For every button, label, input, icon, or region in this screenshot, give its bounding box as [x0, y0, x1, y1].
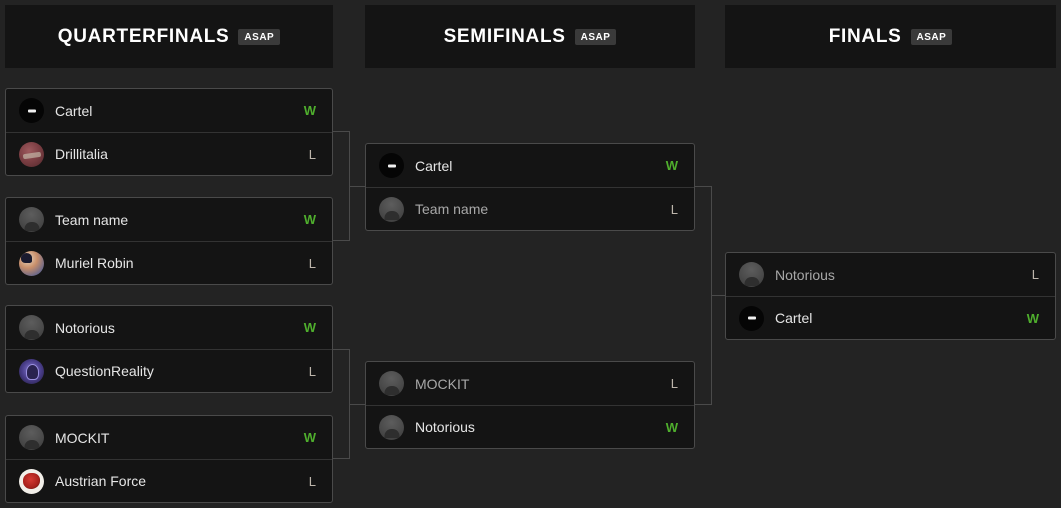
team-row[interactable]: QuestionReality L — [6, 349, 332, 392]
team-result: W — [1026, 310, 1039, 326]
team-result: W — [665, 419, 678, 435]
team-result: L — [308, 473, 316, 489]
team-avatar-icon — [739, 305, 764, 331]
team-avatar-icon — [19, 358, 44, 384]
team-result: W — [303, 320, 316, 335]
team-avatar-icon — [19, 468, 44, 494]
connector-sf2-inlet — [349, 404, 365, 405]
team-avatar-icon — [379, 153, 404, 178]
round-title-finals: FINALS — [828, 25, 902, 47]
round-badge-quarterfinals: ASAP — [238, 28, 281, 45]
team-result: W — [303, 212, 316, 227]
team-result: L — [1031, 267, 1039, 282]
match-card[interactable]: Team name W Muriel Robin L — [5, 197, 333, 285]
connector-qf3-to-sf2 — [333, 349, 349, 350]
match-card[interactable]: Notorious W QuestionReality L — [5, 305, 333, 393]
team-name: Cartel — [775, 310, 813, 326]
team-name: Team name — [415, 201, 489, 217]
team-name: Austrian Force — [55, 473, 147, 489]
team-avatar-icon — [19, 207, 44, 232]
team-row[interactable]: MOCKIT W — [6, 416, 332, 459]
team-name: MOCKIT — [55, 429, 110, 446]
round-badge-finals: ASAP — [910, 28, 953, 45]
team-avatar-icon — [19, 250, 44, 276]
team-avatar-icon — [19, 425, 44, 450]
team-name: Team name — [55, 211, 129, 228]
team-name: QuestionReality — [55, 363, 154, 379]
team-row[interactable]: Cartel W — [6, 89, 332, 132]
team-result: L — [308, 255, 316, 271]
team-name: Drillitalia — [55, 146, 108, 162]
round-badge-semifinals: ASAP — [574, 28, 617, 45]
round-column-semifinals: SEMIFINALS ASAP Cartel W Team name L MOC… — [365, 0, 695, 508]
team-avatar-icon — [19, 315, 44, 340]
team-row[interactable]: Team name W — [6, 198, 332, 241]
match-card[interactable]: Cartel W Team name L — [365, 143, 695, 231]
team-name: Notorious — [415, 419, 475, 435]
round-header-quarterfinals: QUARTERFINALS ASAP — [5, 5, 333, 68]
team-result: L — [670, 376, 678, 391]
connector-qf4-to-sf2 — [333, 458, 349, 459]
connector-qf1-to-sf1 — [333, 131, 349, 132]
team-avatar-icon — [739, 262, 764, 287]
team-row[interactable]: Muriel Robin L — [6, 241, 332, 284]
team-row[interactable]: Drillitalia L — [6, 132, 332, 175]
team-name: Notorious — [775, 266, 835, 283]
team-result: W — [303, 430, 316, 445]
match-card[interactable]: Cartel W Drillitalia L — [5, 88, 333, 176]
team-avatar-icon — [379, 414, 404, 440]
connector-final-inlet — [711, 295, 725, 296]
match-card[interactable]: MOCKIT W Austrian Force L — [5, 415, 333, 503]
round-header-finals: FINALS ASAP — [725, 5, 1056, 68]
team-row[interactable]: Cartel W — [366, 144, 694, 187]
team-name: Muriel Robin — [55, 255, 134, 271]
team-row[interactable]: Cartel W — [726, 296, 1055, 339]
round-column-finals: FINALS ASAP Notorious L Cartel W — [725, 0, 1056, 508]
team-name: Cartel — [55, 102, 93, 119]
team-row[interactable]: MOCKIT L — [366, 362, 694, 405]
team-row[interactable]: Notorious W — [366, 405, 694, 448]
team-row[interactable]: Notorious L — [726, 253, 1055, 296]
team-avatar-icon — [379, 196, 404, 222]
team-name: MOCKIT — [415, 375, 470, 392]
round-title-quarterfinals: QUARTERFINALS — [57, 25, 230, 47]
team-result: W — [665, 158, 678, 173]
connector-sf2-to-final — [695, 404, 711, 405]
connector-sf1-to-final — [695, 186, 711, 187]
team-name: Notorious — [55, 319, 115, 336]
team-name: Cartel — [415, 157, 453, 174]
connector-qf2-to-sf1 — [333, 240, 349, 241]
team-avatar-icon — [19, 141, 44, 167]
round-title-semifinals: SEMIFINALS — [443, 25, 566, 47]
team-avatar-icon — [379, 371, 404, 396]
team-row[interactable]: Notorious W — [6, 306, 332, 349]
round-column-quarterfinals: QUARTERFINALS ASAP Cartel W Drillitalia … — [5, 0, 333, 508]
team-result: L — [670, 201, 678, 217]
team-result: W — [303, 103, 316, 118]
round-header-semifinals: SEMIFINALS ASAP — [365, 5, 695, 68]
team-row[interactable]: Austrian Force L — [6, 459, 332, 502]
team-avatar-icon — [19, 98, 44, 123]
connector-sf1-inlet — [349, 186, 365, 187]
team-result: L — [308, 363, 316, 379]
team-row[interactable]: Team name L — [366, 187, 694, 230]
team-result: L — [308, 146, 316, 162]
match-card[interactable]: Notorious L Cartel W — [725, 252, 1056, 340]
match-card[interactable]: MOCKIT L Notorious W — [365, 361, 695, 449]
